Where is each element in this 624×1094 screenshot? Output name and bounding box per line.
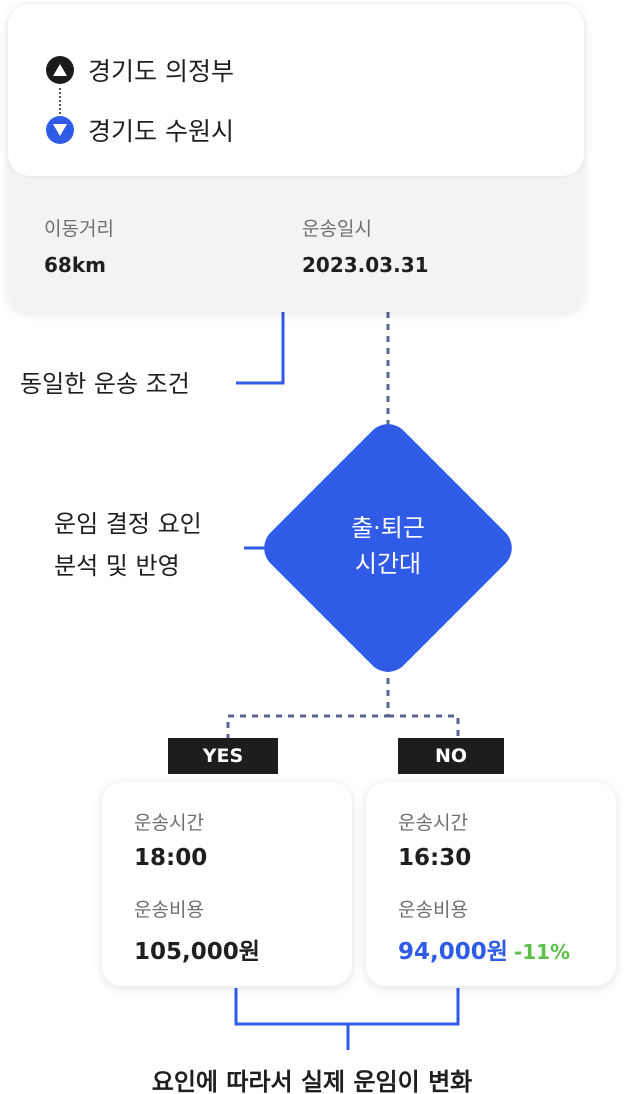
date-value: 2023.03.31: [302, 253, 429, 277]
factor-label-line1: 운임 결정 요인: [54, 510, 202, 538]
decision-to-no-connector: [388, 714, 460, 738]
origin-stop: 경기도 의정부: [46, 52, 234, 88]
origin-marker-icon: [46, 56, 74, 84]
no-cost-label: 운송비용: [398, 899, 468, 921]
yes-time-label: 운송시간: [134, 812, 204, 834]
yes-time-value: 18:00: [134, 845, 208, 871]
result-bracket: [234, 988, 460, 1026]
same-condition-connector: [236, 312, 285, 385]
date-label: 운송일시: [302, 218, 372, 240]
distance-label: 이동거리: [44, 218, 114, 240]
origin-label: 경기도 의정부: [88, 57, 234, 86]
cost-change-badge: -11%: [513, 940, 571, 964]
route-stops-panel: 경기도 의정부 경기도 수원시: [8, 4, 584, 176]
date-info: 운송일시 2023.03.31: [302, 214, 429, 277]
decision-text: 출·퇴근 시간대: [288, 510, 488, 582]
distance-info: 이동거리 68km: [44, 214, 114, 277]
same-condition-label: 동일한 운송 조건: [20, 370, 190, 398]
decision-line1: 출·퇴근: [351, 514, 425, 542]
destination-label: 경기도 수원시: [88, 117, 234, 146]
no-cost-row: 94,000원-11%: [398, 932, 616, 966]
no-cost-value: 94,000원: [398, 939, 508, 965]
decision-line2: 시간대: [354, 550, 422, 578]
no-time-value: 16:30: [398, 845, 472, 871]
bottom-caption: 요인에 따라서 실제 운임이 변화: [151, 1068, 473, 1094]
no-time-label: 운송시간: [398, 812, 468, 834]
no-tag: NO: [398, 738, 504, 774]
yes-tag: YES: [168, 738, 278, 774]
decision-to-branches-connector: [226, 666, 390, 738]
route-card: 경기도 의정부 경기도 수원시 이동거리 68km 운송일시 2023.03.3…: [8, 4, 584, 312]
stop-connector-dots: [59, 88, 61, 114]
factor-label-line2: 분석 및 반영: [54, 552, 180, 580]
no-result-card: 운송시간 16:30 운송비용 94,000원-11%: [366, 782, 616, 986]
yes-result-card: 운송시간 18:00 운송비용 105,000원: [102, 782, 352, 986]
distance-value: 68km: [44, 253, 106, 277]
destination-stop: 경기도 수원시: [46, 112, 234, 148]
yes-cost-label: 운송비용: [134, 899, 204, 921]
yes-cost-value: 105,000원: [134, 939, 260, 965]
destination-marker-icon: [46, 116, 74, 144]
